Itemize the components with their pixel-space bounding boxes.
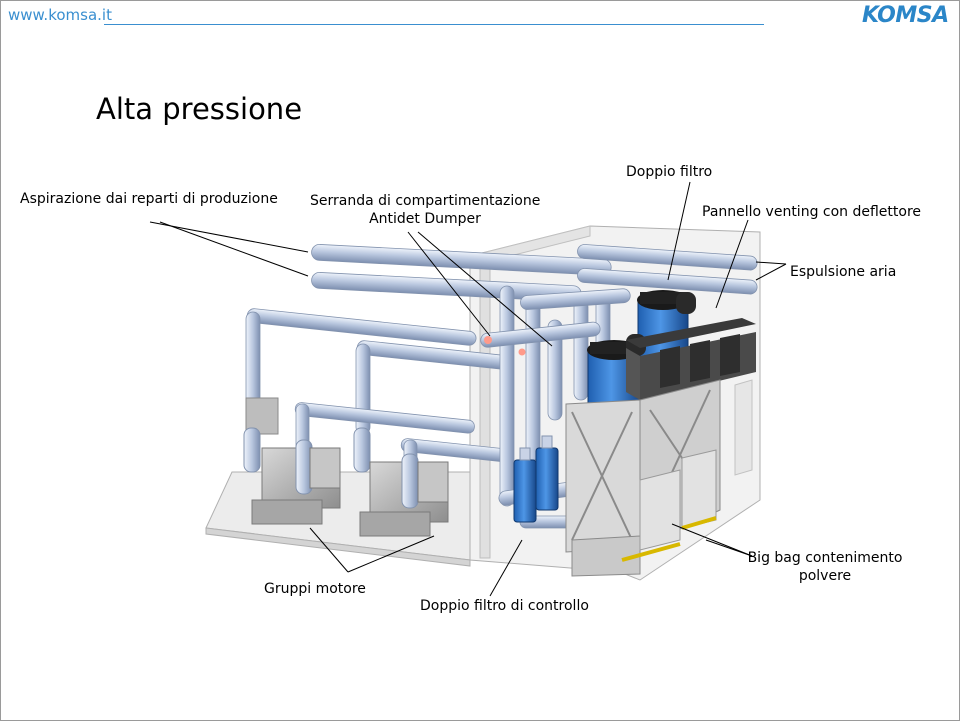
- label-aspirazione: Aspirazione dai reparti di produzione: [20, 191, 278, 207]
- label-serranda: Serranda di compartimentazione Antidet D…: [310, 192, 540, 228]
- label-serranda-line1: Serranda di compartimentazione: [310, 193, 541, 209]
- label-serranda-line2: Antidet Dumper: [369, 211, 481, 227]
- label-big-bag: Big bag contenimento polvere: [745, 549, 905, 585]
- leader-lines: [149, 181, 787, 597]
- site-link[interactable]: www.komsa.it: [8, 6, 112, 24]
- label-pannello-venting: Pannello venting con deflettore: [702, 204, 922, 220]
- control-filters: [513, 435, 559, 523]
- komsa-logo: KOMSA: [862, 3, 949, 28]
- page-title: Alta pressione: [96, 92, 303, 126]
- label-big-bag-line2: polvere: [798, 568, 852, 584]
- label-espulsione: Espulsione aria: [790, 264, 897, 280]
- double-filter-unit: [565, 290, 756, 577]
- intake-pipes: [311, 244, 758, 303]
- header-rule: [104, 24, 764, 25]
- label-gruppi-motore: Gruppi motore: [264, 581, 366, 597]
- label-big-bag-line1: Big bag contenimento: [747, 550, 903, 566]
- motor-group-2: [353, 427, 449, 537]
- label-doppio-filtro-controllo: Doppio filtro di controllo: [420, 598, 589, 614]
- label-doppio-filtro: Doppio filtro: [626, 164, 713, 180]
- motor-group-1: [243, 397, 341, 525]
